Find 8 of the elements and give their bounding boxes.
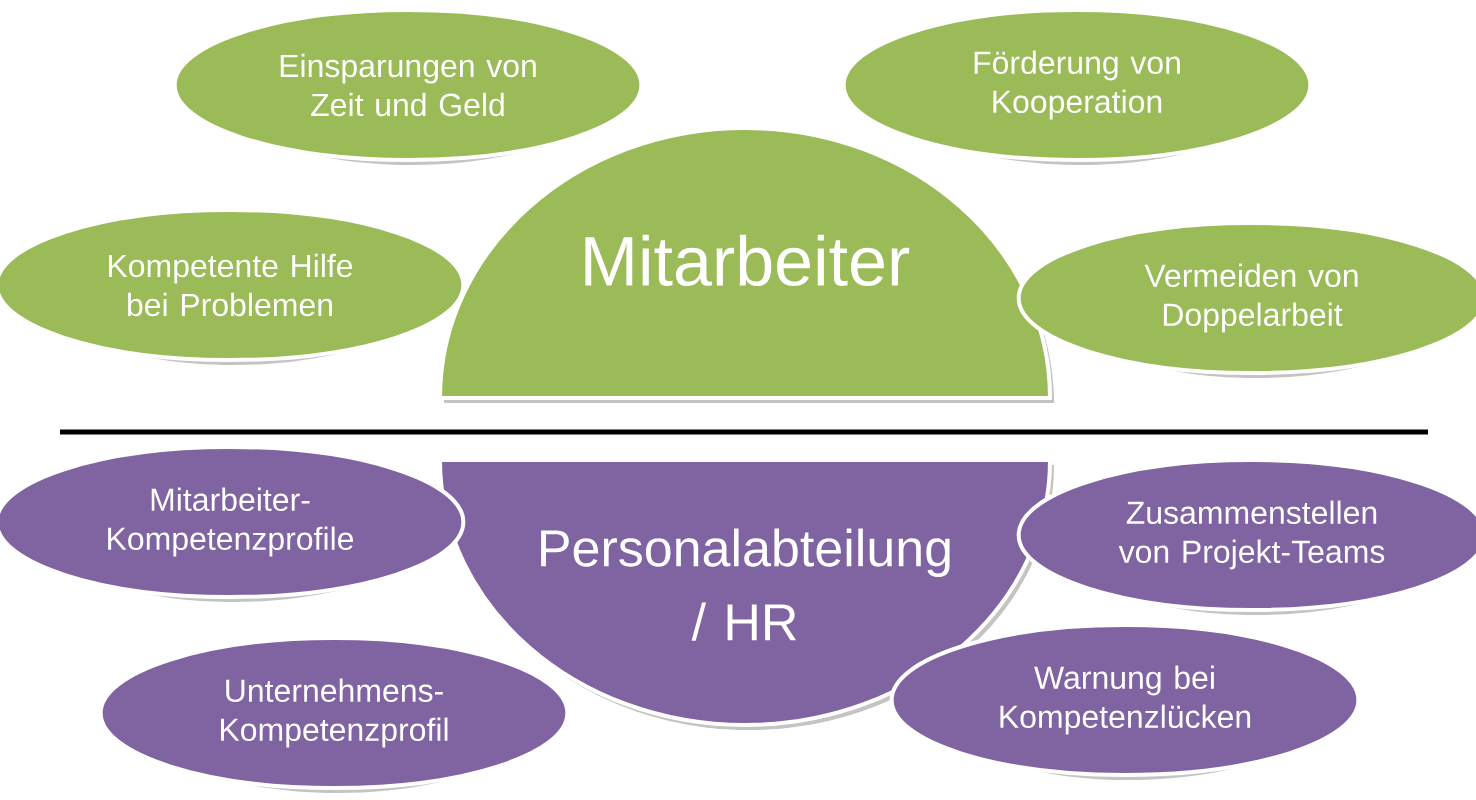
ellipse-bubble: Unternehmens-Kompetenzprofil — [98, 636, 570, 793]
ellipse-bubble: Einsparungen von Zeit und Geld — [172, 8, 644, 165]
ellipse-bubble: Zusammenstellen von Projekt-Teams — [1016, 458, 1476, 615]
ellipse-bubble: Förderung von Kooperation — [841, 8, 1313, 165]
node-label: Vermeiden von Doppelarbeit — [1144, 263, 1358, 333]
node-label: Zusammenstellen von Projekt-Teams — [1118, 500, 1385, 570]
ellipse-bubble: Warnung bei Kompetenzlücken — [889, 623, 1361, 780]
ellipse-bubble: Vermeiden von Doppelarbeit — [1016, 221, 1476, 378]
